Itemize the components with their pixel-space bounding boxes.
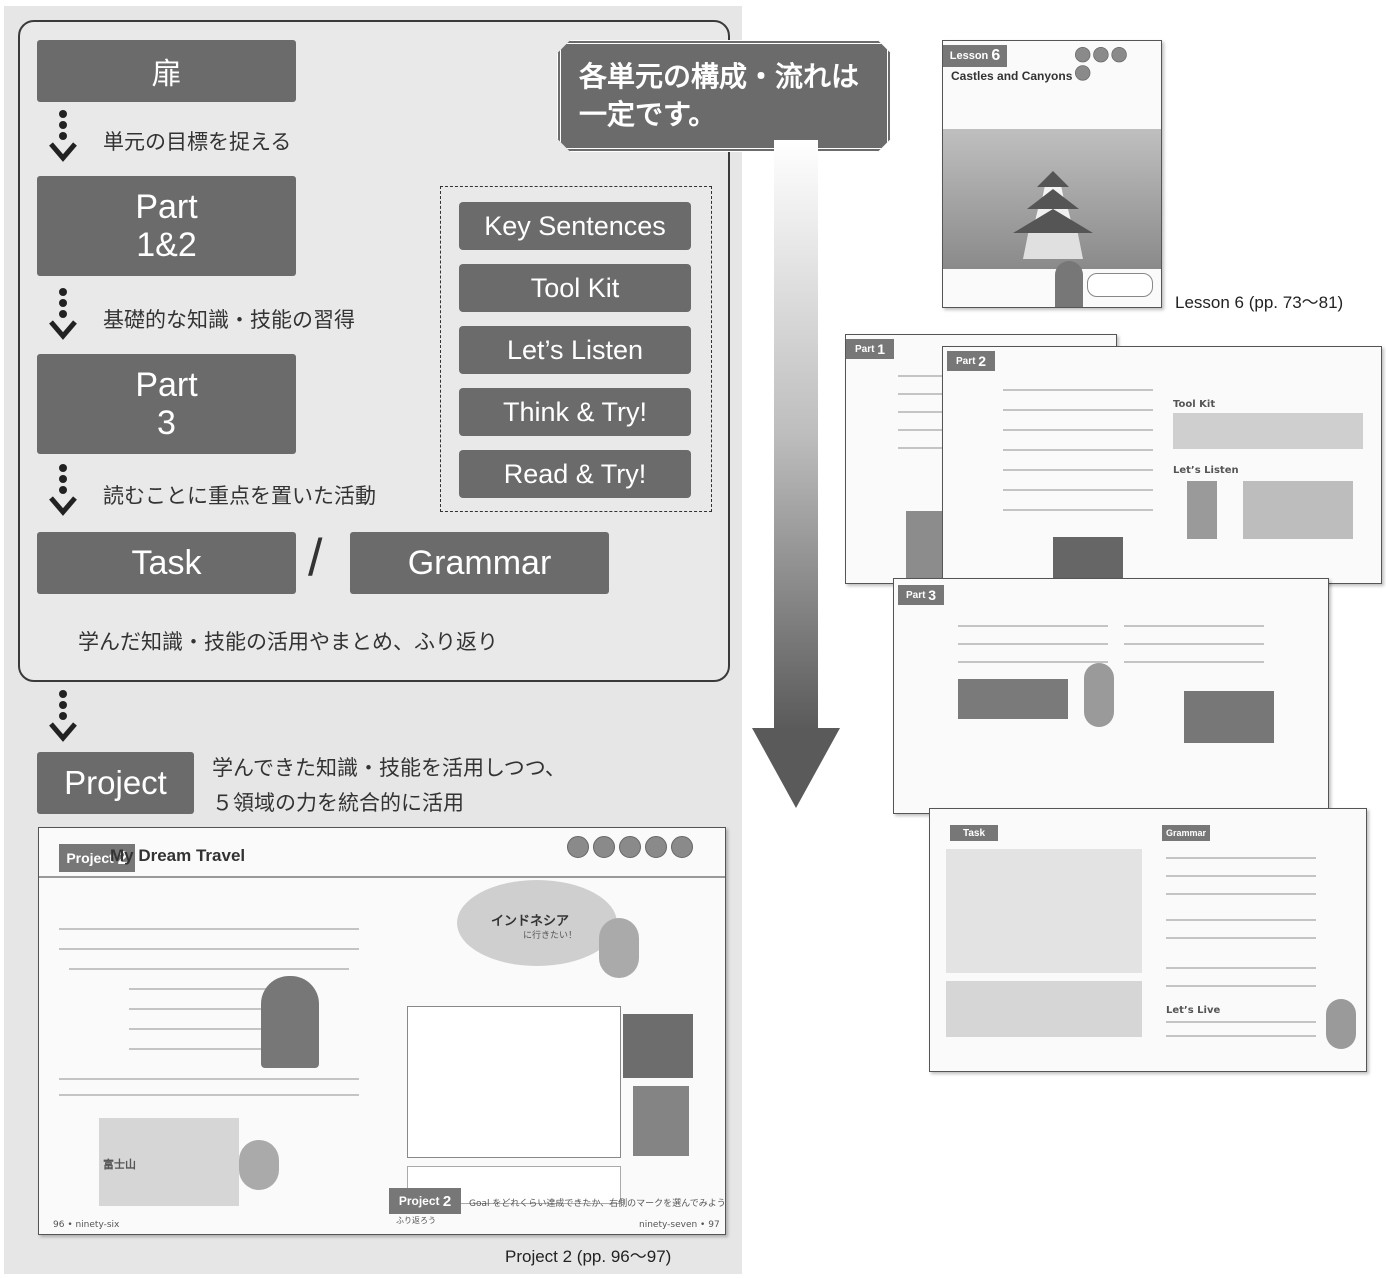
part3-block: Part 3 <box>37 354 296 454</box>
task-dialog-area <box>946 849 1142 973</box>
man-illustration <box>1055 261 1083 307</box>
part2-page-thumbnail: Part 2 Tool Kit Let’s Listen <box>942 346 1382 584</box>
down-arrow-icon <box>49 464 77 516</box>
page-left-number: 96 • ninety-six <box>53 1220 120 1230</box>
mouse-illustration <box>1326 999 1356 1049</box>
icon-row <box>1075 47 1135 83</box>
speech-bubble-map <box>457 880 617 966</box>
down-arrow-icon <box>49 690 77 742</box>
part12-block: Part 1&2 <box>37 176 296 276</box>
task-tab: Task <box>950 825 998 841</box>
part3-tab: Part 3 <box>898 585 944 605</box>
lesson6-cover-thumbnail: Lesson 6 Castles and Canyons <box>942 40 1162 308</box>
callout-box: 各単元の構成・流れは 一定です。 <box>557 40 891 152</box>
castle-photo-small <box>1053 537 1123 583</box>
summary-caption: 学んだ知識・技能の活用やまとめ、ふり返り <box>78 630 498 654</box>
project2-page-label: Project 2 (pp. 96〜97) <box>505 1247 672 1266</box>
teacher-illustration <box>261 976 319 1068</box>
photo-statue <box>633 1086 689 1156</box>
step1-caption: 単元の目標を捉える <box>103 130 292 154</box>
canyon-photo <box>958 679 1068 719</box>
items-illustration <box>1243 481 1353 539</box>
activity-lets-listen: Let’s Listen <box>459 326 691 374</box>
activity-read-try: Read & Try! <box>459 450 691 498</box>
project2-page-thumbnail: Project 2 富士山 インドネシア に行きたい！ Project 2 ふり… <box>38 827 726 1235</box>
grammar-tab: Grammar <box>1162 825 1210 841</box>
grammar-block: Grammar <box>350 532 609 594</box>
lesson6-page-label: Lesson 6 (pp. 73〜81) <box>1175 293 1344 312</box>
footer-sub: ふり返ろう <box>396 1216 436 1225</box>
flags-illustration <box>1187 481 1217 539</box>
notebook-area <box>407 1006 621 1158</box>
step3-caption: 読むことに重点を置いた活動 <box>103 484 376 508</box>
tool-kit-icons <box>1173 413 1363 449</box>
icon-row <box>567 836 697 862</box>
page-right-number: ninety-seven • 97 <box>639 1220 720 1230</box>
project2-title: My Dream Travel <box>110 846 246 865</box>
castle-icon <box>1013 171 1093 259</box>
footer-goal: Goal をどれくらい達成できたか、右側のマークを選んでみよう。 <box>469 1199 726 1209</box>
tobira-block: 扉 <box>37 40 296 102</box>
activity-tool-kit: Tool Kit <box>459 264 691 312</box>
lesson-title: Castles and Canyons <box>951 69 1073 83</box>
activity-think-try: Think & Try! <box>459 388 691 436</box>
girl-illustration <box>1084 663 1114 727</box>
activities-box <box>440 186 712 512</box>
lets-live-label: Let’s Live <box>1166 1005 1221 1016</box>
part3-page-thumbnail: Part 3 <box>893 578 1329 814</box>
lets-listen-label: Let’s Listen <box>1173 465 1239 476</box>
project2-tab: Project 2 <box>59 844 135 872</box>
project-caption-line1: 学んできた知識・技能を活用しつつ、 <box>212 756 566 780</box>
antelope-photo <box>1184 691 1274 743</box>
task-block: Task <box>37 532 296 594</box>
down-arrow-icon <box>49 110 77 162</box>
part2-tab: Part 2 <box>947 351 995 371</box>
down-arrow-icon <box>49 288 77 340</box>
bubble-subtext: に行きたい！ <box>523 931 578 941</box>
mouse-illustration <box>239 1140 279 1190</box>
project2-footer-tab: Project 2 <box>389 1188 461 1214</box>
mindmap-illustration <box>99 1118 239 1206</box>
mouse-illustration <box>599 918 639 978</box>
speech-bubble <box>1087 273 1153 297</box>
slash-separator: / <box>308 529 323 587</box>
photo-shrine <box>623 1014 693 1078</box>
task-grammar-page-thumbnail: Task Grammar Let’s Live <box>929 808 1367 1072</box>
task-boxes-area <box>946 981 1142 1037</box>
big-down-arrow-icon <box>752 140 840 808</box>
bubble-text: インドネシア <box>491 914 570 929</box>
tool-kit-label: Tool Kit <box>1173 399 1216 410</box>
project-caption-line2: ５領域の力を統合的に活用 <box>212 791 464 815</box>
place-label: 富士山 <box>103 1158 136 1171</box>
activity-key-sentences: Key Sentences <box>459 202 691 250</box>
part1-tab: Part 1 <box>846 339 894 359</box>
project-block: Project <box>37 752 194 814</box>
step2-caption: 基礎的な知識・技能の習得 <box>103 308 355 332</box>
lesson-tab: Lesson 6 <box>943 45 1007 67</box>
